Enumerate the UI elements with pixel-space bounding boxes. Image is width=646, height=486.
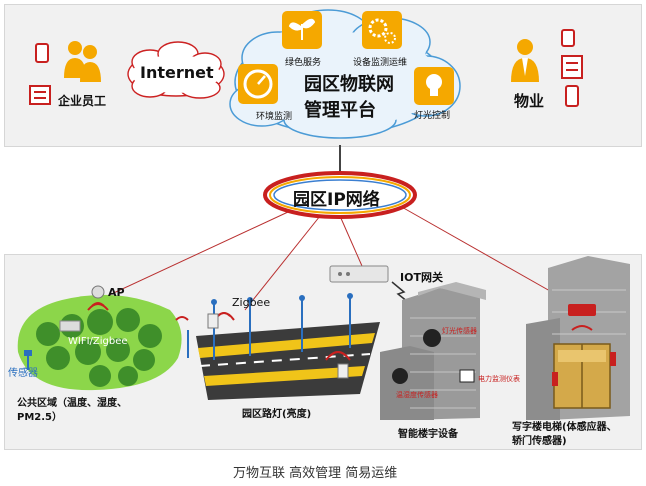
service-green-label: 绿色服务 xyxy=(285,58,322,68)
network-to-gateway-link xyxy=(339,215,363,267)
building-sensor-label-2: 温湿度传感器 xyxy=(396,391,438,399)
employee-people-icon xyxy=(64,41,101,82)
service-lighting-label: 灯光控制 xyxy=(414,111,451,121)
office-elevator-label-line2: 轿门传感器) xyxy=(512,436,567,447)
property-person-icon xyxy=(511,39,539,82)
property-tablet-icon xyxy=(565,85,579,107)
green-service-icon xyxy=(282,11,322,49)
building-sensor-label-1: 灯光传感器 xyxy=(442,327,477,335)
employee-terminal-icon xyxy=(29,85,51,105)
employee-phone-icon xyxy=(35,43,49,63)
platform-title-line1: 园区物联网 xyxy=(304,74,394,95)
ip-network-ring xyxy=(263,171,417,219)
public-sensor-building xyxy=(59,320,81,332)
property-terminal-icon xyxy=(561,55,583,79)
internet-label: Internet xyxy=(140,63,214,82)
environment-monitor-icon xyxy=(238,64,278,104)
park-road xyxy=(196,322,380,400)
network-to-public-area-link xyxy=(104,211,289,298)
office-elevator-label-line1: 写字楼电梯(体感应器、 xyxy=(512,422,617,433)
employee-label: 企业员工 xyxy=(58,94,107,108)
zigbee-label: Zigbee xyxy=(232,296,271,309)
road-sensor-box xyxy=(207,313,349,379)
iot-gateway-label: IOT网关 xyxy=(400,271,443,284)
building-sensor-icons xyxy=(392,329,475,384)
smart-building-label: 智能楼宇设备 xyxy=(398,429,458,440)
street-light-heads xyxy=(211,293,353,305)
service-equipment-label: 设备监测运维 xyxy=(353,58,408,68)
property-label: 物业 xyxy=(514,92,545,110)
street-light-label: 园区路灯(亮度) xyxy=(242,409,312,420)
public-sensor-pole-icon xyxy=(24,350,32,370)
ip-network-label: 园区IP网络 xyxy=(293,190,380,210)
equipment-monitor-icon xyxy=(362,11,402,49)
zigbee-signal-icon xyxy=(175,312,351,361)
smart-building xyxy=(380,282,486,420)
network-to-street-light-link xyxy=(244,215,321,311)
public-area-label-line2: PM2.5） xyxy=(17,412,62,423)
ap-device-icon xyxy=(87,285,109,311)
street-light-poles xyxy=(187,298,351,360)
internet-cloud xyxy=(127,41,225,99)
property-phone-icon xyxy=(561,29,575,47)
wifi-zigbee-label: WIFI/Zigbee xyxy=(68,336,128,347)
ap-label: AP xyxy=(108,286,125,299)
sensor-label: 传感器 xyxy=(8,368,38,379)
elevator-cabin xyxy=(553,343,611,409)
elevator-sensor-device xyxy=(552,304,616,386)
building-sensor-label-3: 电力监测仪表 xyxy=(478,375,520,383)
service-environment-label: 环境监测 xyxy=(256,112,293,122)
iot-gateway-device xyxy=(329,265,409,303)
public-area-label-line1: 公共区域（温度、湿度、 xyxy=(17,398,127,409)
public-area-trees xyxy=(36,308,162,387)
caption: 万物互联 高效管理 简易运维 xyxy=(233,466,398,481)
lighting-control-icon xyxy=(414,67,454,105)
platform-title-line2: 管理平台 xyxy=(304,100,376,121)
